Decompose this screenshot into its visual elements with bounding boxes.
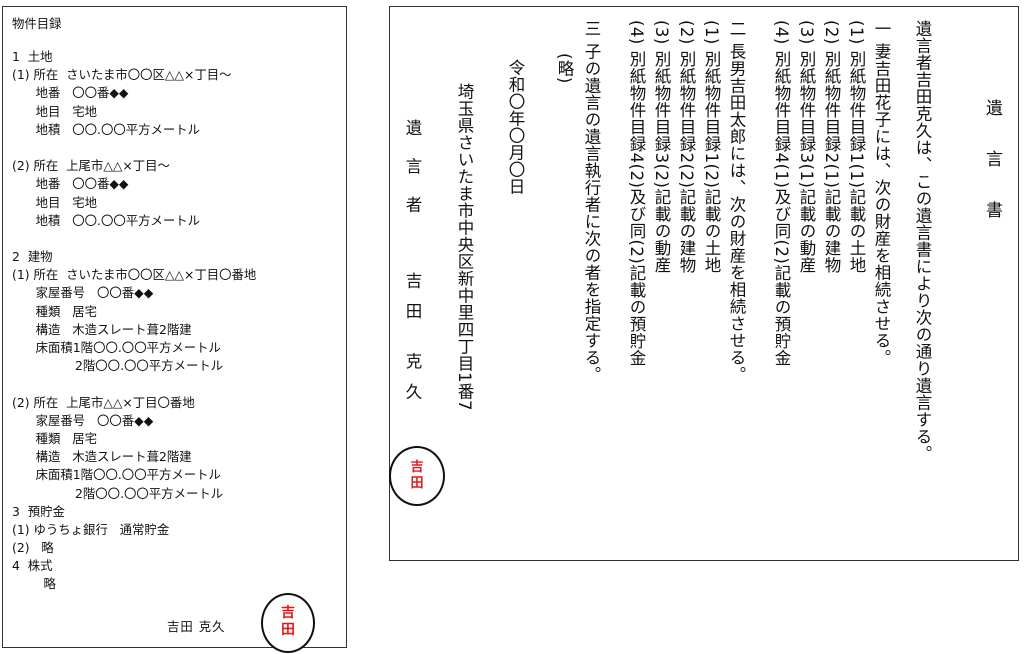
inventory-line: 地目 宅地 (12, 194, 98, 210)
inventory-line: 床面積1階〇〇.〇〇平方メートル (12, 467, 221, 483)
inventory-line: 種類 居宅 (12, 430, 98, 446)
inventory-line: (1) 所在 さいたま市〇〇区△△×丁目～ (12, 67, 232, 83)
clause-1-item: (3) 別紙物件目録3(1)記載の動産 (797, 20, 816, 274)
inventory-line: 略 (12, 576, 56, 592)
inventory-line: 構造 木造スレート葺2階建 (12, 449, 192, 465)
inventory-line (12, 139, 256, 157)
inventory-line: 2階〇〇.〇〇平方メートル (12, 358, 224, 374)
inventory-line: 地番 〇〇番◆◆ (12, 176, 129, 192)
clause-3-omitted: (略) (555, 53, 574, 84)
seal-char: 吉 (410, 460, 424, 475)
inventory-line: (2) 略 (12, 540, 54, 556)
will-page: 遺言書 遺言者吉田克久は、この遺言書により次の通り遺言する。 一 妻吉田花子には… (389, 6, 1019, 561)
clause-1-item: (1) 別紙物件目録1(1)記載の土地 (847, 20, 866, 274)
inventory-line: 1 土地 (12, 49, 53, 64)
inventory-line: 3 預貯金 (12, 503, 65, 519)
personal-seal-stamp: 吉 田 (389, 446, 445, 506)
inventory-line: 4 株式 (12, 558, 53, 574)
property-inventory-page: 物件目録 1 土地 (1) 所在 さいたま市〇〇区△△×丁目～ 地番 〇〇番◆◆… (2, 6, 347, 653)
inventory-line: 種類 居宅 (12, 303, 98, 319)
seal-char: 田 (281, 622, 295, 638)
clause-2-item: (1) 別紙物件目録1(2)記載の土地 (702, 20, 721, 274)
inventory-line: (1) ゆうちょ銀行 通常貯金 (12, 521, 170, 537)
seal-char: 田 (410, 476, 424, 491)
inventory-line (12, 375, 256, 393)
inventory-signer-name: 吉田 克久 (167, 619, 226, 634)
clause-2-item: (3) 別紙物件目録3(2)記載の動産 (652, 20, 671, 274)
will-intro: 遺言者吉田克久は、この遺言書により次の通り遺言する。 (913, 20, 932, 462)
inventory-line: 2 建物 (12, 249, 53, 265)
inventory-line: 地番 〇〇番◆◆ (12, 85, 129, 101)
inventory-lines: 1 土地 (1) 所在 さいたま市〇〇区△△×丁目～ 地番 〇〇番◆◆ 地目 宅… (12, 48, 256, 594)
testator-name: 吉田 克久 (403, 272, 422, 414)
clause-1-item: (2) 別紙物件目録2(1)記載の建物 (822, 20, 841, 274)
inventory-title: 物件目録 (12, 16, 62, 31)
will-date: 令和〇年〇月〇日 (506, 59, 525, 195)
clause-1-item: (4) 別紙物件目録4(1)及び同(2)記載の預貯金 (772, 20, 791, 367)
inventory-line: (2) 所在 上尾市△△×丁目～ (12, 158, 170, 174)
clause-1: 一 妻吉田花子には、次の財産を相続させる。 (872, 20, 891, 366)
testator-address: 埼玉県さいたま市中央区新中里四丁目1番7 (455, 83, 474, 411)
inventory-line: (1) 所在 さいたま市〇〇区△△×丁目〇番地 (12, 267, 257, 283)
clause-2-item: (2) 別紙物件目録2(2)記載の建物 (677, 20, 696, 274)
testator-label: 遺言者 (403, 119, 422, 235)
inventory-line (12, 230, 256, 248)
inventory-line: 2階〇〇.〇〇平方メートル (12, 485, 224, 501)
clause-2: 二 長男吉田太郎には、次の財産を相続させる。 (727, 20, 746, 383)
personal-seal-stamp: 吉 田 (261, 593, 315, 653)
inventory-line: (2) 所在 上尾市△△×丁目〇番地 (12, 394, 195, 410)
inventory-line: 地積 〇〇.〇〇平方メートル (12, 212, 201, 228)
inventory-line: 家屋番号 〇〇番◆◆ (12, 285, 154, 301)
inventory-line: 家屋番号 〇〇番◆◆ (12, 412, 154, 428)
inventory-line: 地積 〇〇.〇〇平方メートル (12, 121, 201, 137)
clause-3: 三 子の遺言の遺言執行者に次の者を指定する。 (582, 20, 601, 383)
will-heading: 遺言書 (982, 99, 1002, 252)
seal-char: 吉 (281, 605, 295, 621)
clause-2-item: (4) 別紙物件目録4(2)及び同(2)記載の預貯金 (627, 20, 646, 367)
inventory-line: 地目 宅地 (12, 103, 98, 119)
inventory-line: 床面積1階〇〇.〇〇平方メートル (12, 340, 221, 355)
inventory-line: 構造 木造スレート葺2階建 (12, 321, 192, 337)
